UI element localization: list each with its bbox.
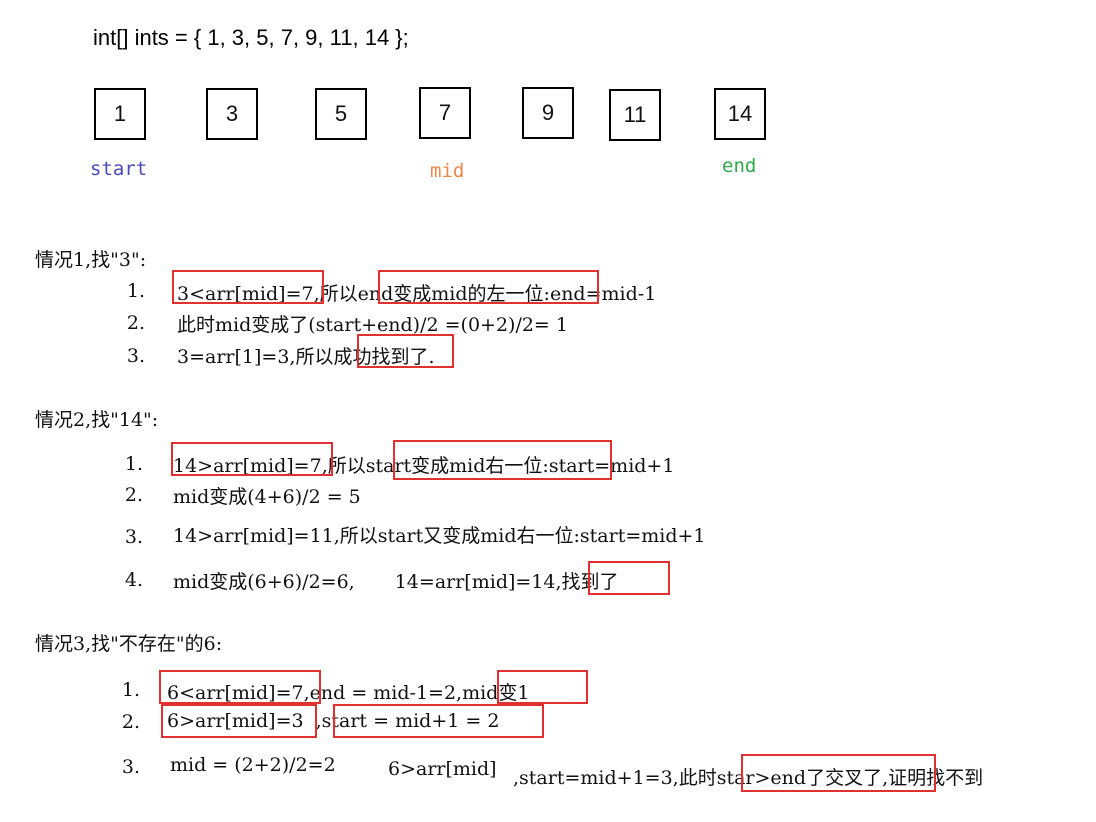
step-text: start变成mid右一位 (365, 455, 543, 477)
step-number: 1. (126, 280, 145, 302)
step-text: :start=mid+1 (542, 455, 675, 477)
step-number: 1. (124, 453, 143, 475)
step-text: , (315, 710, 322, 732)
case-2-step-4: mid变成(6+6)/2=6, 14=arr[mid]=14,找到了 (173, 567, 619, 594)
array-cell-0: 1 (94, 88, 146, 140)
case-3-step-2: 6>arr[mid]=3,start = mid+1 = 2 (167, 710, 499, 732)
case-2-heading: 情况2,找"14": (35, 409, 159, 431)
step-text: :end=mid-1 (543, 283, 657, 305)
step-text: ,end = mid-1=2, (303, 682, 463, 704)
pointer-start: start (90, 158, 148, 180)
step-text: 成功找到 (333, 346, 410, 368)
case-1-heading: 情况1,找"3": (35, 249, 147, 271)
array-cell-6: 14 (714, 88, 766, 140)
step-text: ,start=mid+1=3,此时 (513, 767, 717, 789)
array-cell-5: 11 (609, 89, 661, 141)
step-text: ,所以 (321, 455, 366, 477)
step-number: 3. (121, 756, 140, 778)
step-text: mid变1 (462, 682, 530, 704)
step-text: start = mid+1 = 2 (321, 710, 500, 732)
step-text: 14>arr[mid]=7 (173, 455, 322, 477)
case-2-step-1: 14>arr[mid]=7,所以start变成mid右一位:start=mid+… (173, 451, 674, 478)
step-text: 6>arr[mid]=3 (167, 710, 304, 732)
step-text: ,证明找不到 (882, 767, 984, 789)
pointer-mid: mid (430, 160, 465, 182)
step-text: 14>arr[mid]=11,所以start又变成mid右一位:start=mi… (173, 525, 706, 547)
step-number: 1. (121, 679, 140, 701)
step-text: 了. (409, 346, 435, 368)
step-text: mid变成(4+6)/2 = 5 (173, 486, 361, 508)
step-text: 找到了 (561, 571, 619, 593)
case-3-step-3a: mid = (2+2)/2=2 (170, 754, 336, 776)
step-number: 2. (124, 484, 143, 506)
step-number: 3. (126, 345, 145, 367)
step-text: star>end了交叉了 (716, 767, 883, 789)
step-text: 6>arr[mid] (388, 758, 497, 780)
step-text: 3<arr[mid]=7 (177, 283, 314, 305)
step-text: mid = (2+2)/2=2 (170, 754, 336, 776)
step-text: end变成mid的左一位 (357, 283, 544, 305)
case-3-step-3b: 6>arr[mid] (388, 758, 497, 780)
step-number: 3. (124, 526, 143, 548)
step-text: ,所以 (313, 283, 358, 305)
array-declaration: int[] ints = { 1, 3, 5, 7, 9, 11, 14 }; (93, 25, 409, 50)
pointer-end: end (722, 155, 757, 177)
step-number: 2. (121, 711, 140, 733)
array-cell-3: 7 (419, 87, 471, 139)
case-3-heading: 情况3,找"不存在"的6: (35, 633, 223, 655)
step-number: 2. (126, 312, 145, 334)
case-1-step-1: 3<arr[mid]=7,所以end变成mid的左一位:end=mid-1 (177, 279, 656, 306)
array-cell-2: 5 (315, 88, 367, 140)
step-text: mid变成(6+6)/2=6, (173, 571, 355, 593)
array-cell-1: 3 (206, 88, 258, 140)
step-text: 6<arr[mid]=7 (167, 682, 304, 704)
step-number: 4. (124, 569, 143, 591)
case-1-step-2: 此时mid变成了(start+end)/2 =(0+2)/2= 1 (177, 310, 568, 337)
case-1-step-3: 3=arr[1]=3,所以成功找到了. (177, 342, 435, 369)
step-text: 3=arr[1]=3,所以 (177, 346, 334, 368)
case-3-step-3c: ,start=mid+1=3,此时star>end了交叉了,证明找不到 (513, 763, 983, 790)
array-cell-4: 9 (522, 87, 574, 139)
step-text: 此时mid变成了(start+end)/2 =(0+2)/2= 1 (177, 314, 568, 336)
case-3-step-1: 6<arr[mid]=7,end = mid-1=2,mid变1 (167, 678, 529, 705)
step-text: 14=arr[mid]=14, (394, 571, 562, 593)
case-2-step-3: 14>arr[mid]=11,所以start又变成mid右一位:start=mi… (173, 521, 706, 548)
case-2-step-2: mid变成(4+6)/2 = 5 (173, 482, 361, 509)
